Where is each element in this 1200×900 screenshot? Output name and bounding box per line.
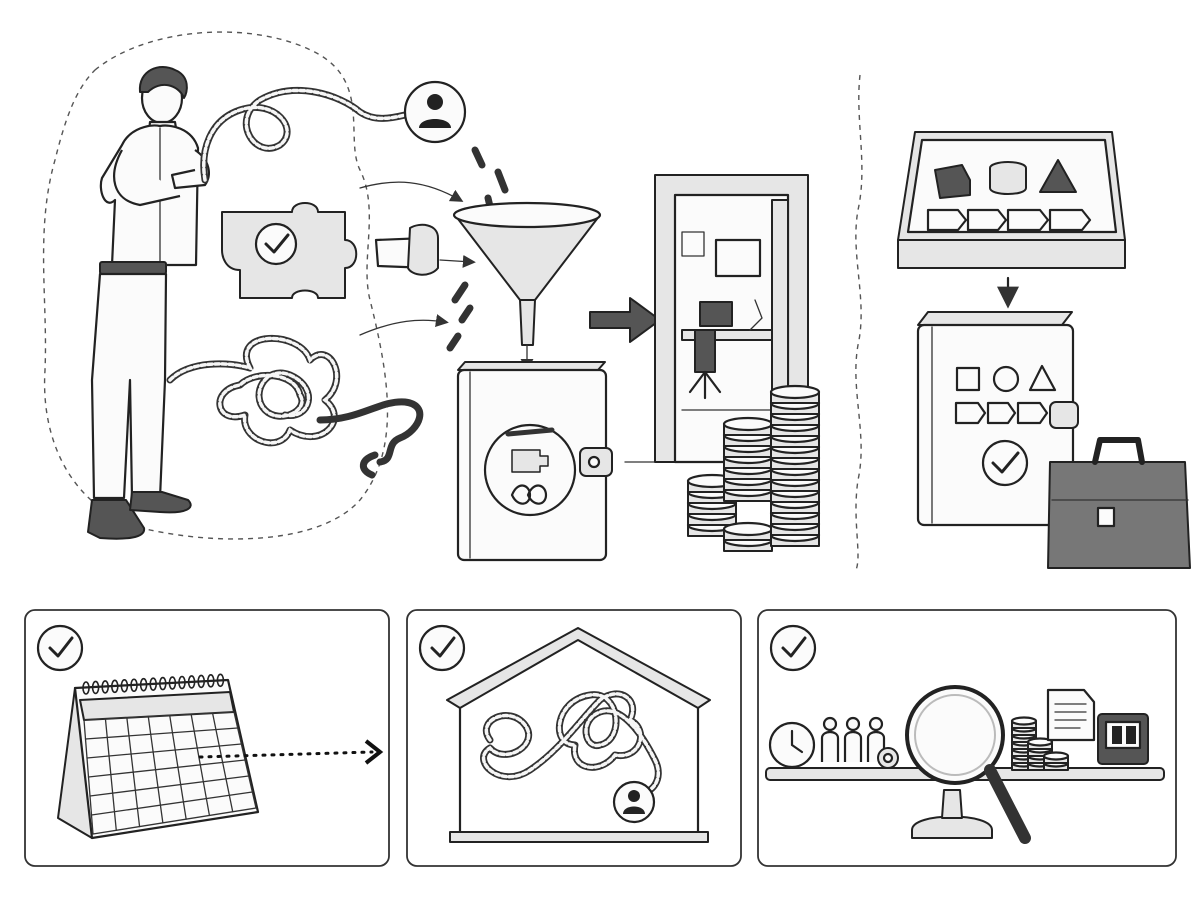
calendar-row-line — [83, 711, 235, 721]
calendar-ring — [187, 675, 196, 689]
check-icon — [769, 624, 817, 672]
shape-tray-icon — [897, 131, 1126, 269]
puzzle-piece-check-icon — [221, 202, 358, 299]
coin-top — [1042, 751, 1070, 761]
calendar-col-line — [126, 717, 141, 828]
calendar-ring — [101, 680, 109, 694]
tangled-requirements-group — [42, 31, 476, 540]
person — [822, 716, 838, 732]
calendar-ring — [120, 678, 129, 693]
coin-top — [722, 416, 774, 432]
calendar-ring — [197, 674, 205, 689]
twisted-rope-top — [200, 86, 409, 184]
calendar-ring — [216, 673, 225, 688]
briefcase-icon — [1047, 437, 1191, 569]
people-icon — [820, 716, 886, 762]
document-icon — [1046, 688, 1096, 742]
calendar-row-line — [87, 759, 246, 778]
balance-panel — [757, 609, 1177, 867]
calendar-col-line — [83, 719, 94, 835]
person — [868, 716, 884, 732]
dashed-bubble-outline — [42, 31, 389, 540]
calendar-row-line — [86, 743, 242, 759]
person — [845, 716, 861, 732]
calendar-icon — [57, 673, 260, 840]
arrow-to-funnel-3 — [359, 314, 449, 336]
calendar-ring — [207, 674, 215, 688]
scope-panel — [406, 609, 742, 867]
coins-icon — [1010, 716, 1070, 771]
arrow-to-funnel-2 — [439, 254, 476, 268]
calendar-col-line — [190, 713, 211, 817]
coin-top — [769, 384, 821, 400]
calendar-row-line — [92, 807, 257, 835]
calendar-ring — [82, 681, 90, 695]
check-icon — [36, 624, 84, 672]
calendar-col-line — [211, 712, 234, 813]
office-doorway-icon — [654, 174, 809, 464]
check-icon — [418, 624, 466, 672]
schedule-panel — [24, 609, 390, 867]
person-body — [843, 730, 863, 762]
tangled-knot-icon — [166, 334, 424, 479]
documented-book-icon — [456, 361, 613, 562]
section-divider — [855, 74, 863, 571]
person-body — [820, 730, 840, 762]
calendar-row-line — [89, 775, 250, 797]
calendar-ring — [178, 675, 186, 690]
coin-top — [1026, 737, 1054, 747]
coin-top — [722, 521, 774, 537]
house-icon — [446, 627, 711, 843]
office-and-savings-group — [654, 174, 821, 552]
calendar-ring — [91, 680, 100, 695]
calendar-col-line — [147, 715, 164, 824]
user-circle-icon — [403, 80, 467, 144]
gear-icon — [877, 747, 899, 769]
person-figure — [87, 65, 210, 540]
calendar-ring — [111, 679, 119, 694]
calendar-row-line — [84, 727, 239, 740]
calendar-col-line — [233, 711, 257, 809]
funnel-to-book-group — [446, 146, 661, 562]
calendar-row-line — [90, 791, 253, 816]
dotted-arrow-icon — [198, 750, 374, 759]
user-icon — [612, 780, 656, 824]
knot-icon — [480, 690, 662, 796]
magnifier-icon — [905, 685, 1031, 844]
calendar-ring — [139, 677, 148, 692]
calendar-ring — [168, 676, 177, 690]
structured-handoff-group — [897, 131, 1191, 569]
arrow-to-funnel-1 — [359, 181, 464, 202]
funnel-icon — [452, 201, 602, 372]
calendar-ring — [130, 678, 138, 693]
structured-book-icon — [916, 311, 1079, 527]
coin-stacks-icon — [686, 384, 821, 552]
calendar-col-line — [104, 718, 117, 831]
big-arrow-icon — [589, 297, 661, 343]
calendar-col-line — [169, 714, 187, 820]
calendar-ring — [159, 676, 167, 691]
monitor-icon — [1097, 713, 1149, 765]
calendar-ring — [149, 677, 157, 691]
coin-top — [1010, 716, 1038, 726]
clock-icon — [768, 721, 816, 769]
